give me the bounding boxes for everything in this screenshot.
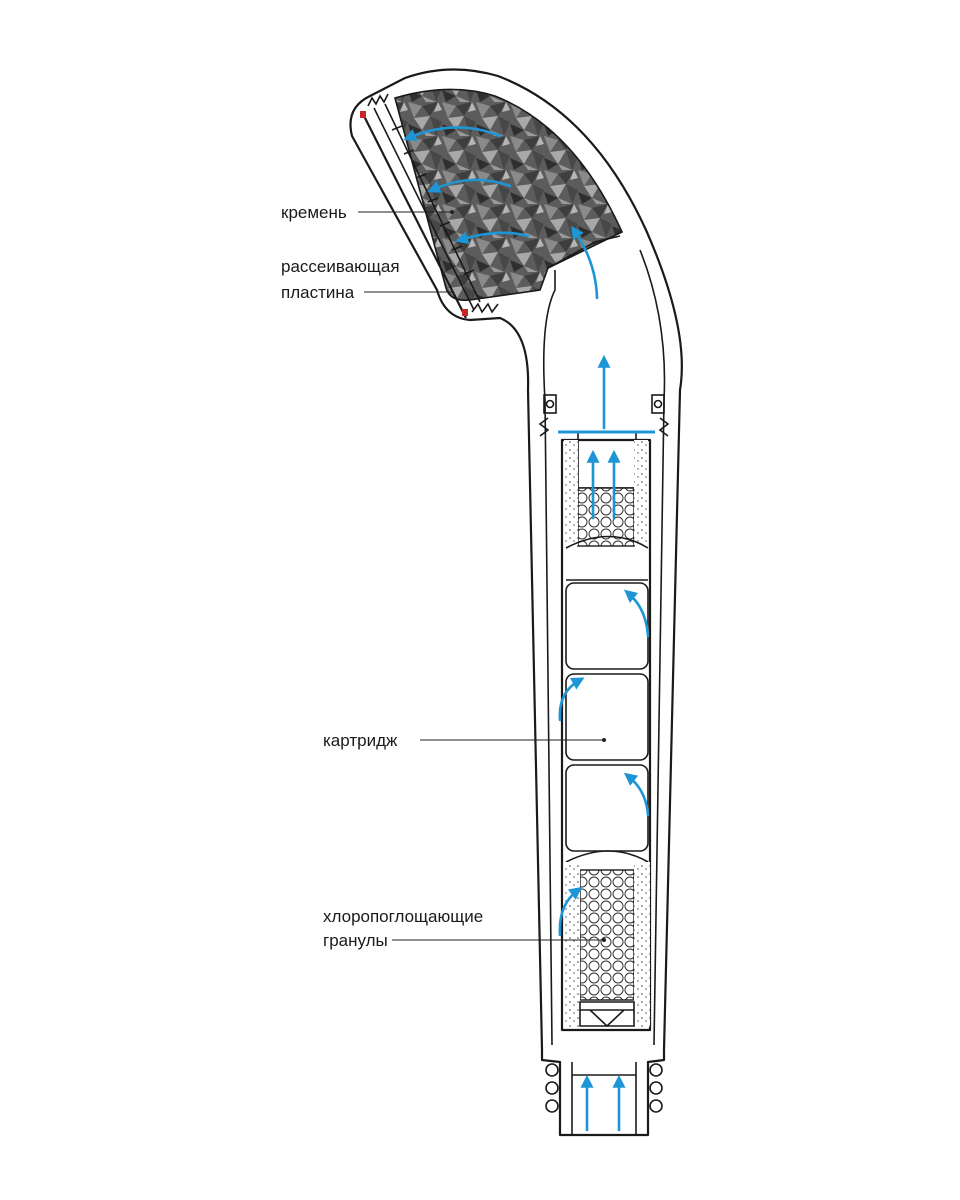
label-granules-line1: хлоропоглощающие xyxy=(323,907,483,926)
label-granules-line2: гранулы xyxy=(323,931,388,950)
housing-outline xyxy=(349,68,683,1137)
label-cartridge-group: картридж xyxy=(323,731,606,750)
label-cartridge: картридж xyxy=(323,731,398,750)
label-diffuser-line1: рассеивающая xyxy=(281,257,400,276)
label-diffuser-group: рассеивающая пластина xyxy=(281,257,452,302)
label-granules-group: хлоропоглощающие гранулы xyxy=(323,907,606,950)
label-flint-group: кремень xyxy=(281,203,454,222)
cartridge xyxy=(558,430,655,1032)
label-diffuser-line2: пластина xyxy=(281,283,355,302)
water-flow-arrows xyxy=(403,126,650,1132)
label-flint: кремень xyxy=(281,203,347,222)
head-flint-chamber xyxy=(360,88,624,319)
